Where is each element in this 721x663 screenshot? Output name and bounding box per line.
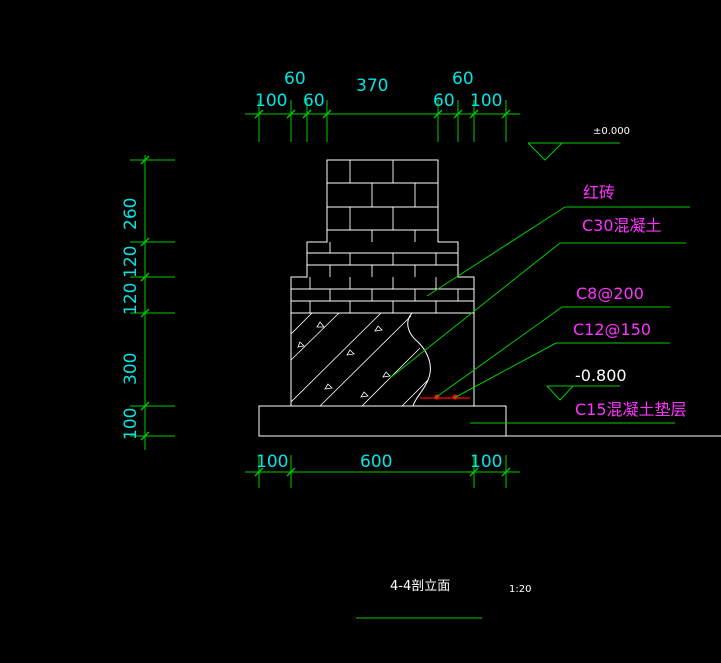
concrete-footing [290,312,475,407]
bottom-dim-3: 100 [470,452,502,472]
annot-concrete: C30混凝土 [582,216,662,235]
left-dim-2: 120 [121,246,141,278]
leader-lines [389,206,690,424]
top-dim-3: 60 [303,91,325,111]
annot-brick: 红砖 [583,183,615,202]
top-dim-1: 100 [255,91,287,111]
top-dimension [245,100,520,142]
annot-rebar-1: C8@200 [576,284,644,303]
left-dim-3: 120 [121,283,141,315]
bottom-dim-2: 600 [360,452,392,472]
left-dim-1: 260 [121,198,141,230]
drawing-scale: 1:20 [509,584,531,595]
drawing-title: 4-4剖立面 [390,579,450,594]
top-dim-5: 60 [433,91,455,111]
left-dim-5: 100 [121,408,141,440]
bottom-dim-1: 100 [256,452,288,472]
left-dim-4: 300 [121,353,141,385]
brick-wall [290,159,475,313]
annot-cushion: C15混凝土垫层 [575,400,687,419]
top-dim-7: 100 [470,91,502,111]
top-dim-2: 60 [284,69,306,89]
cushion-layer [258,405,507,437]
level-mark-bottom [546,385,620,401]
bottom-dimension [245,455,520,488]
level-mark-top [527,142,620,161]
level-bottom-text: -0.800 [575,366,627,385]
level-top-text: ±0.000 [593,126,630,137]
annot-rebar-2: C12@150 [573,320,651,339]
top-dim-4: 370 [356,76,388,96]
left-dimension [130,155,175,450]
top-dim-6: 60 [452,69,474,89]
